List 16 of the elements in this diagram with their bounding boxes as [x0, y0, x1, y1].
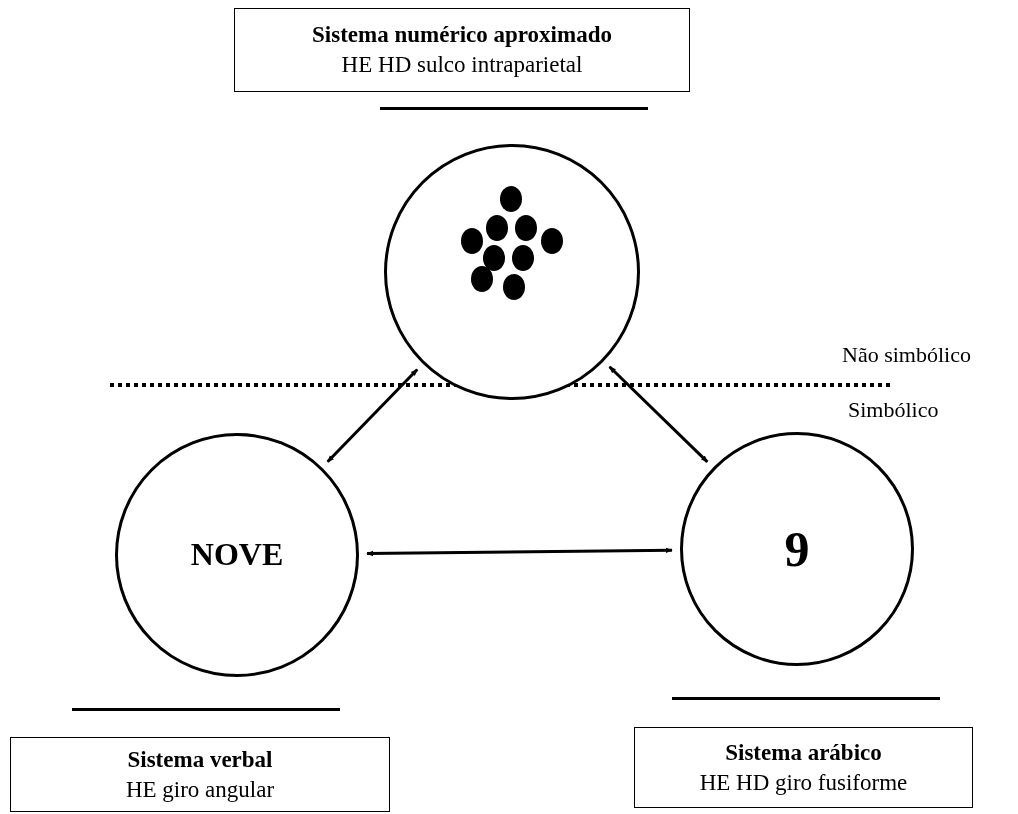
- number-text: 9: [784, 521, 810, 577]
- label-box: [10, 737, 390, 812]
- brain-region-text: HE HD sulco intraparietal: [341, 51, 583, 79]
- double-arrow: [326, 368, 419, 463]
- system-title: Sistema verbal: [127, 745, 273, 774]
- number-text: NOVE: [190, 537, 284, 573]
- region-label: Não simbólico: [842, 342, 971, 368]
- region-label: Simbólico: [848, 397, 939, 423]
- label-box: [634, 727, 973, 808]
- double-arrow: [366, 547, 673, 557]
- double-arrow: [608, 365, 709, 463]
- label-box: [234, 8, 690, 92]
- brain-region-text: HE HD giro fusiforme: [699, 768, 908, 797]
- brain-region-text: HE giro angular: [125, 775, 275, 804]
- system-title: Sistema arábico: [725, 738, 882, 767]
- system-title: Sistema numérico aproximado: [312, 21, 612, 50]
